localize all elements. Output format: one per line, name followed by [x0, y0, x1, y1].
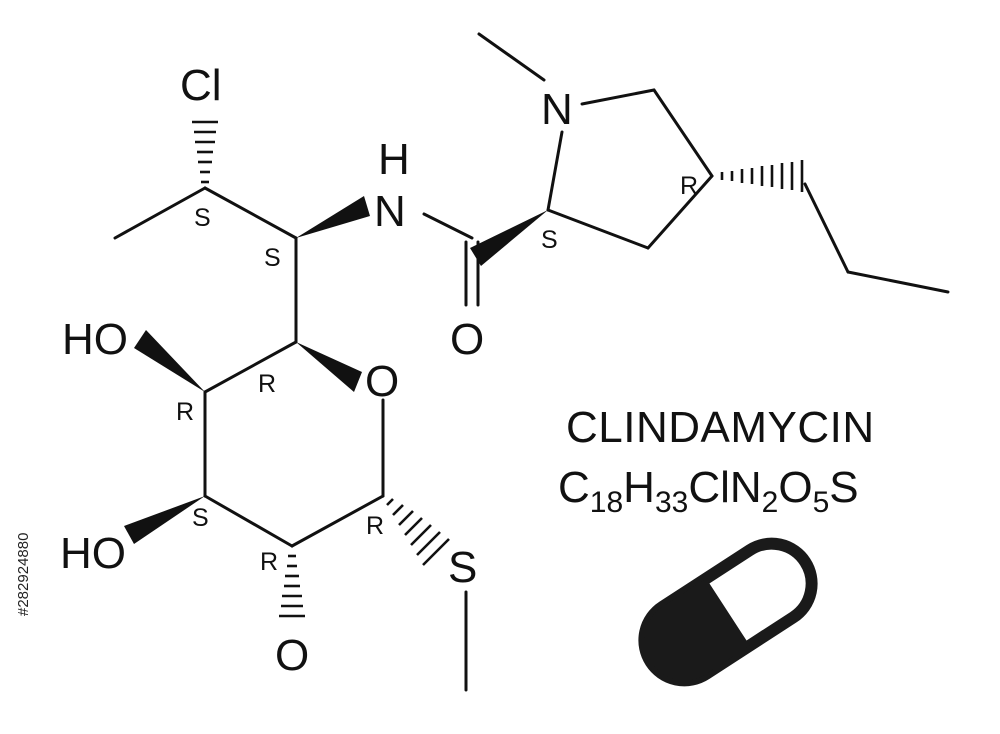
ring-oxygen-label: O [365, 357, 399, 406]
formula-part: O [778, 463, 812, 512]
stereo-label-c-n: S [264, 244, 281, 272]
wedge-bonds [124, 196, 548, 544]
molecular-formula: C18H33ClN2O5S [558, 463, 859, 519]
hydroxyl-bottom-label: HO [60, 529, 126, 578]
formula-subscript: 33 [655, 486, 688, 519]
carbonyl-oxygen-label: O [450, 315, 484, 364]
amide-nitrogen-label: N [374, 187, 406, 236]
stereo-label-c4: R [176, 398, 194, 426]
amide-hydrogen-label: H [378, 135, 410, 184]
stereo-label-c1: R [366, 512, 384, 540]
atom-labels: Cl H N N O O HO HO S O [60, 61, 573, 680]
stereo-label-c5: R [258, 370, 276, 398]
stereo-label-c3: S [192, 504, 209, 532]
stereo-descriptors: S S S R R R S R R [176, 172, 698, 576]
chlorine-label: Cl [180, 61, 222, 110]
lower-oxygen-label: O [275, 631, 309, 680]
pyrrolidine-nitrogen-label: N [541, 85, 573, 134]
stereo-label-c2: R [260, 548, 278, 576]
hydroxyl-top-label: HO [62, 315, 128, 364]
formula-subscript: 18 [590, 486, 623, 519]
formula-part: ClN [688, 463, 761, 512]
stereo-label-pyrrolidine-propyl: R [680, 172, 698, 200]
stereo-label-c-cl: S [194, 204, 211, 232]
formula-part: C [558, 463, 590, 512]
formula-subscript: 2 [762, 486, 779, 519]
formula-part: S [829, 463, 858, 512]
formula-subscript: 5 [813, 486, 830, 519]
stock-image-id: #282924880 [15, 533, 32, 616]
pill-capsule-icon [638, 537, 818, 687]
thio-sulfur-label: S [448, 543, 477, 592]
drug-name: CLINDAMYCIN [566, 403, 875, 452]
formula-part: H [623, 463, 655, 512]
stereo-label-pyrrolidine-alpha: S [541, 226, 558, 254]
bond-lines [113, 32, 950, 692]
hashed-bonds [192, 120, 804, 618]
